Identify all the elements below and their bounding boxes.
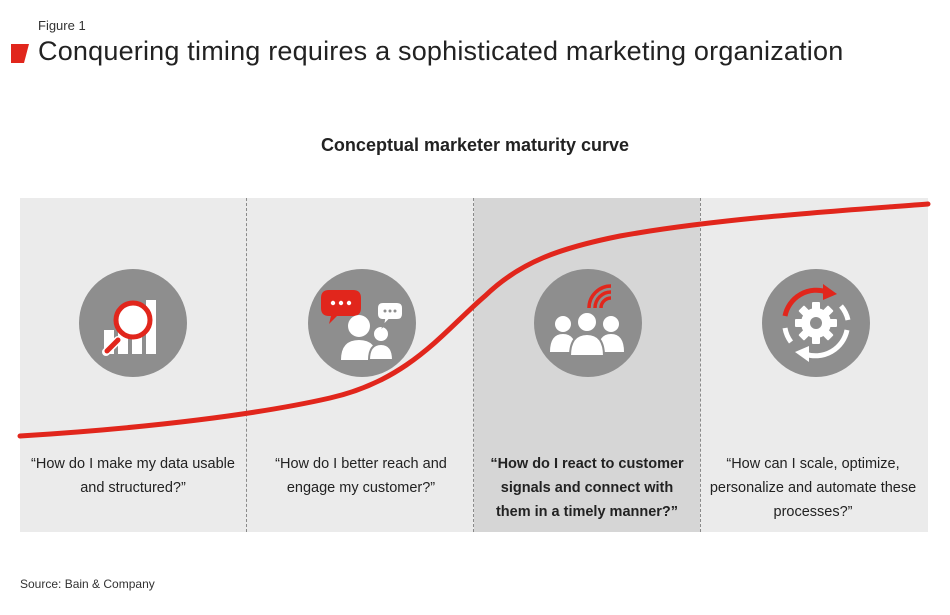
gear-cycle-icon <box>761 268 871 378</box>
stage-divider <box>700 198 701 532</box>
diagram-subtitle: Conceptual marketer maturity curve <box>320 135 630 155</box>
stage-divider <box>473 198 474 532</box>
page-title: Conquering timing requires a sophisticat… <box>38 36 844 66</box>
title-accent-mark <box>11 44 29 63</box>
data-chart-magnifier-icon <box>78 268 188 378</box>
figure-label: Figure 1 <box>38 18 86 33</box>
stage-question-scale: “How can I scale, optimize, personalize … <box>709 456 917 520</box>
stage-question-data: “How do I make my data usable and struct… <box>31 456 235 496</box>
stage-question-engage: “How do I better reach and engage my cus… <box>275 456 447 496</box>
source-note: Source: Bain & Company <box>20 577 155 591</box>
stage-divider <box>246 198 247 532</box>
people-signal-icon <box>533 268 643 378</box>
people-chat-bubbles-icon <box>307 268 417 378</box>
stage-question-react: “How do I react to customer signals and … <box>490 456 684 520</box>
